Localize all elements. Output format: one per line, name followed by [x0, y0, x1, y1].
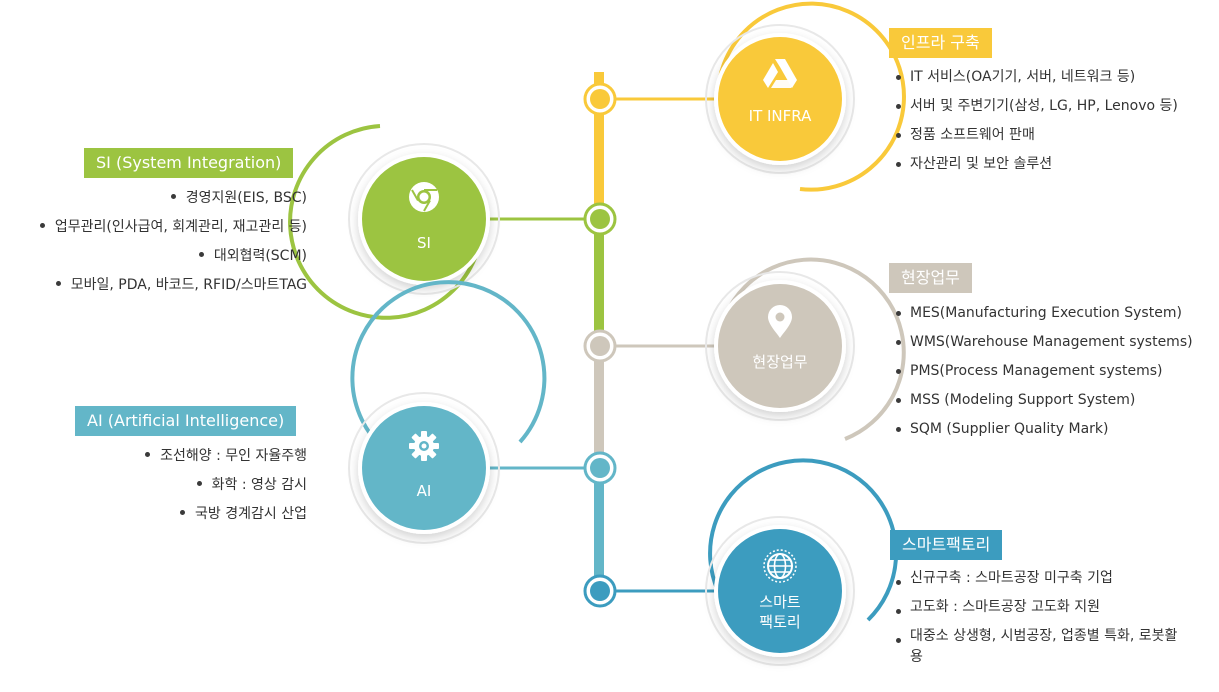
- list-item: 신규구축 : 스마트공장 미구축 기업: [895, 568, 1195, 589]
- smart-factory-list: 신규구축 : 스마트공장 미구축 기업 고도화 : 스마트공장 고도화 지원 대…: [895, 568, 1195, 676]
- field-list: MES(Manufacturing Execution System) WMS(…: [895, 299, 1193, 444]
- circle-ai: [348, 280, 547, 544]
- ai-title-tag: AI (Artificial Intelligence): [75, 406, 297, 436]
- bullet-dot: [170, 193, 176, 199]
- it-infra-label: IT INFRA: [748, 107, 812, 125]
- list-item: 화학 : 영상 감시: [145, 471, 307, 500]
- list-item: 정품 소프트웨어 판매: [895, 121, 1178, 150]
- circle-si: [288, 124, 500, 320]
- list-item-text: 국방 경계감시 산업: [195, 506, 307, 522]
- ai-list: 조선해양 : 무인 자율주행 화학 : 영상 감시 국방 경계감시 산업: [145, 442, 307, 529]
- list-item: IT 서비스(OA기기, 서버, 네트워크 등): [895, 63, 1178, 92]
- circle-field: [705, 257, 906, 441]
- connectors: [482, 97, 718, 593]
- google-drive-icon: [763, 59, 797, 88]
- infra-list: IT 서비스(OA기기, 서버, 네트워크 등) 서버 및 주변기기(삼성, L…: [895, 63, 1178, 179]
- list-item: SQM (Supplier Quality Mark): [895, 415, 1193, 444]
- list-item: 서버 및 주변기기(삼성, LG, HP, Lenovo 등): [895, 92, 1178, 121]
- infra-title-tag: 인프라 구축: [889, 28, 992, 58]
- list-item-text: 경영지원(EIS, BSC): [185, 190, 307, 206]
- list-item: MES(Manufacturing Execution System): [895, 299, 1193, 328]
- timeline-segment-field: [594, 346, 604, 470]
- list-item: 자산관리 및 보안 솔루션: [895, 150, 1178, 179]
- list-item-text: 업무관리(인사급여, 회계관리, 재고관리 등): [54, 219, 307, 235]
- list-item: PMS(Process Management systems): [895, 357, 1193, 386]
- ai-label: AI: [416, 482, 432, 500]
- list-item: 경영지원(EIS, BSC): [40, 184, 307, 213]
- gear-icon: [409, 431, 439, 461]
- list-item: MSS (Modeling Support System): [895, 386, 1193, 415]
- circle-smart-factory: [705, 458, 899, 666]
- smart-factory-label: 스마트 팩토리: [720, 592, 840, 632]
- globe-icon: [763, 549, 797, 583]
- list-item: WMS(Warehouse Management systems): [895, 328, 1193, 357]
- list-item: 대외협력(SCM): [40, 242, 307, 271]
- list-item-text: 화학 : 영상 감시: [211, 477, 307, 493]
- smart-factory-label-line1: 스마트: [759, 593, 801, 611]
- list-item-text: 모바일, PDA, 바코드, RFID/스마트TAG: [70, 277, 307, 293]
- smart-factory-title-tag: 스마트팩토리: [890, 530, 1003, 560]
- si-list: 경영지원(EIS, BSC) 업무관리(인사급여, 회계관리, 재고관리 등) …: [39, 184, 307, 300]
- bullet-dot: [39, 222, 45, 228]
- timeline-segment-ai: [594, 466, 604, 592]
- timeline-node-infra: [583, 82, 617, 116]
- bullet-dot: [145, 451, 151, 457]
- chrome-icon: [409, 182, 439, 212]
- timeline-segment-infra: [594, 72, 604, 222]
- bullet-dot: [55, 280, 61, 286]
- bullet-dot: [196, 480, 202, 486]
- list-item-text: 대외협력(SCM): [213, 248, 307, 264]
- smart-factory-label-line2: 팩토리: [759, 613, 801, 631]
- bullet-dot: [180, 509, 186, 515]
- field-title-tag: 현장업무: [889, 263, 972, 293]
- list-item-text: 조선해양 : 무인 자율주행: [160, 448, 307, 464]
- list-item: 대중소 상생형, 시범공장, 업종별 특화, 로봇활용: [895, 626, 1180, 668]
- map-pin-icon: [768, 305, 792, 338]
- si-title-tag: SI (System Integration): [84, 148, 294, 178]
- si-label: SI: [417, 234, 431, 252]
- timeline: [594, 72, 604, 592]
- bullet-dot: [198, 251, 204, 257]
- timeline-node-field: [583, 329, 617, 363]
- timeline-segment-si: [594, 218, 604, 346]
- list-item: 고도화 : 스마트공장 고도화 지원: [895, 597, 1195, 618]
- list-item: 모바일, PDA, 바코드, RFID/스마트TAG: [40, 271, 307, 300]
- field-label: 현장업무: [752, 353, 808, 371]
- timeline-node-si: [583, 202, 617, 236]
- timeline-nodes: [583, 82, 617, 608]
- timeline-node-smart: [583, 574, 617, 608]
- circle-it-infra: [705, 1, 906, 192]
- list-item: 업무관리(인사급여, 회계관리, 재고관리 등): [39, 213, 307, 242]
- timeline-node-ai: [583, 451, 617, 485]
- list-item: 조선해양 : 무인 자율주행: [145, 442, 307, 471]
- list-item: 국방 경계감시 산업: [145, 500, 307, 529]
